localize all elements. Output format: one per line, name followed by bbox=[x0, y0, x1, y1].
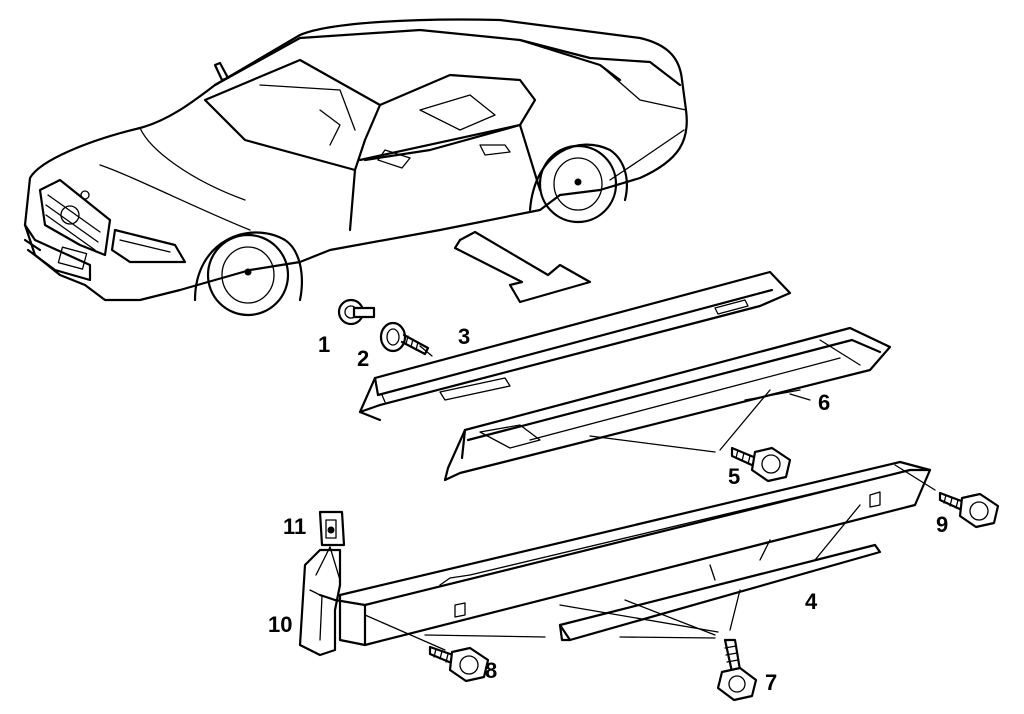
part-6-rail bbox=[443, 326, 892, 482]
callout-5: 5 bbox=[728, 464, 740, 489]
callout-1: 1 bbox=[318, 332, 330, 357]
part-5-bolt-icon bbox=[730, 446, 792, 483]
part-7-screw-icon bbox=[716, 638, 758, 702]
callout-4: 4 bbox=[805, 589, 818, 614]
part-8-bolt-icon bbox=[428, 645, 490, 683]
callout-2: 2 bbox=[357, 346, 369, 371]
callout-9: 9 bbox=[936, 512, 948, 537]
part-10-side-sill bbox=[298, 460, 932, 657]
car-illustration bbox=[23, 18, 688, 317]
callout-3: 3 bbox=[458, 324, 470, 349]
callout-7: 7 bbox=[765, 670, 777, 695]
callout-11: 11 bbox=[283, 514, 306, 539]
callout-10: 10 bbox=[268, 612, 292, 637]
part-11-clip-icon bbox=[318, 510, 346, 547]
callout-labels: 1 2 3 4 5 6 7 8 9 10 11 bbox=[268, 324, 948, 695]
part-3-sill-panel bbox=[358, 270, 792, 422]
view-arrow-icon bbox=[453, 230, 592, 304]
part-9-bolt-icon bbox=[938, 491, 1000, 529]
part-1-push-pin-icon bbox=[337, 298, 376, 326]
part-2-grommet-icon bbox=[379, 321, 430, 356]
callout-8: 8 bbox=[485, 658, 497, 683]
part-4-strip bbox=[558, 543, 882, 642]
leader-lines bbox=[315, 345, 936, 651]
callout-6: 6 bbox=[818, 390, 830, 415]
